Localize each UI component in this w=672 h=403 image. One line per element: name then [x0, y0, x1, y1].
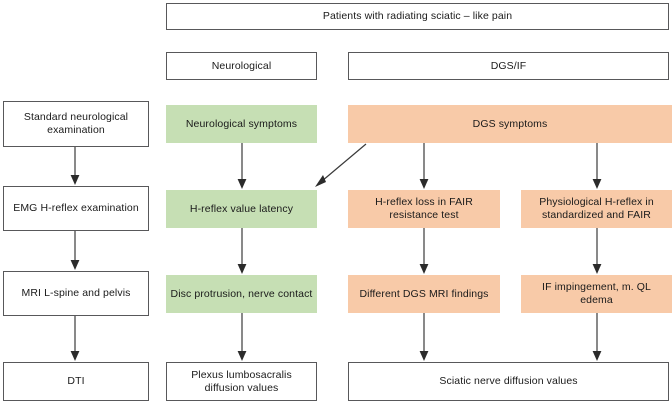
- neuro-step-disc-protrusion-nerve-contact: Disc protrusion, nerve contact: [166, 275, 317, 313]
- method-step-2-label: EMG H-reflex examination: [13, 202, 139, 214]
- dgs-left-step-1-label: H-reflex loss in FAIR resistance test: [375, 196, 473, 221]
- dgs-right-step-if-impingement-m-ql-edema: IF impingement, m. QL edema: [521, 275, 672, 313]
- dgs-header-label: DGS symptoms: [472, 117, 548, 130]
- neuro-step-neurological-symptoms: Neurological symptoms: [166, 105, 317, 143]
- neuro-step-plexus-lumbosacralis-diffusion-values: Plexus lumbosacralis diffusion values: [166, 362, 317, 401]
- neuro-step-3-label: Disc protrusion, nerve contact: [170, 287, 313, 300]
- method-step-mri-l-spine-and-pelvis: MRI L-spine and pelvis: [3, 271, 149, 316]
- dgs-header-dgs-symptoms: DGS symptoms: [348, 105, 672, 143]
- branch-label-dgs-if-text: DGS/IF: [490, 59, 527, 72]
- dgs-left-step-2-label: Different DGS MRI findings: [359, 287, 489, 300]
- arrow-neuro-2-to-3: [235, 228, 249, 275]
- arrow-dgs-left-2-to-footer: [417, 313, 431, 362]
- dgs-right-step-physiological-h-reflex-in-standardized-and-fair: Physiological H-reflex in standardized a…: [521, 190, 672, 228]
- method-step-dti: DTI: [3, 362, 149, 401]
- arrow-dgs-right-1-to-2: [590, 228, 604, 275]
- neuro-step-h-reflex-value-latency: H-reflex value latency: [166, 190, 317, 228]
- branch-label-neurological-text: Neurological: [211, 59, 272, 72]
- dgs-left-step-h-reflex-loss-in-fair-resistance-test: H-reflex loss in FAIR resistance test: [348, 190, 500, 228]
- branch-label-neurological: Neurological: [166, 52, 317, 80]
- neuro-step-2-label: H-reflex value latency: [189, 202, 294, 215]
- arrow-dgs-right-2-to-footer: [590, 313, 604, 362]
- method-step-emg-h-reflex-examination: EMG H-reflex examination: [3, 186, 149, 231]
- method-step-3-label: MRI L-spine and pelvis: [21, 287, 131, 299]
- title-box: Patients with radiating sciatic – like p…: [166, 3, 669, 30]
- dgs-footer-sciatic-nerve-diffusion-values: Sciatic nerve diffusion values: [348, 362, 669, 401]
- dgs-footer-label: Sciatic nerve diffusion values: [439, 375, 578, 387]
- arrow-dgs-left-1-to-2: [417, 228, 431, 275]
- arrow-dgs-symptoms-to-h-reflex-value-latency: [305, 140, 373, 192]
- neuro-step-1-label: Neurological symptoms: [185, 117, 298, 130]
- arrow-method-3-to-4: [68, 316, 82, 362]
- method-step-standard-neurological-examination: Standard neurological examination: [3, 101, 149, 147]
- arrow-dgs-symptoms-to-right-branch: [590, 143, 604, 190]
- arrow-neuro-1-to-2: [235, 143, 249, 190]
- title-box-label: Patients with radiating sciatic – like p…: [322, 10, 513, 22]
- neuro-step-4-label: Plexus lumbosacralis diffusion values: [191, 368, 292, 394]
- branch-label-dgs-if: DGS/IF: [348, 52, 669, 80]
- dgs-right-step-1-label: Physiological H-reflex in standardized a…: [539, 196, 654, 221]
- dgs-left-step-different-dgs-mri-findings: Different DGS MRI findings: [348, 275, 500, 313]
- method-step-1-label: Standard neurological examination: [23, 111, 129, 136]
- arrow-method-1-to-2: [68, 147, 82, 186]
- arrow-method-2-to-3: [68, 231, 82, 271]
- method-step-4-label: DTI: [67, 375, 85, 387]
- arrow-neuro-3-to-4: [235, 313, 249, 362]
- dgs-right-step-2-label: IF impingement, m. QL edema: [542, 281, 651, 306]
- arrow-dgs-symptoms-to-left-branch: [417, 143, 431, 190]
